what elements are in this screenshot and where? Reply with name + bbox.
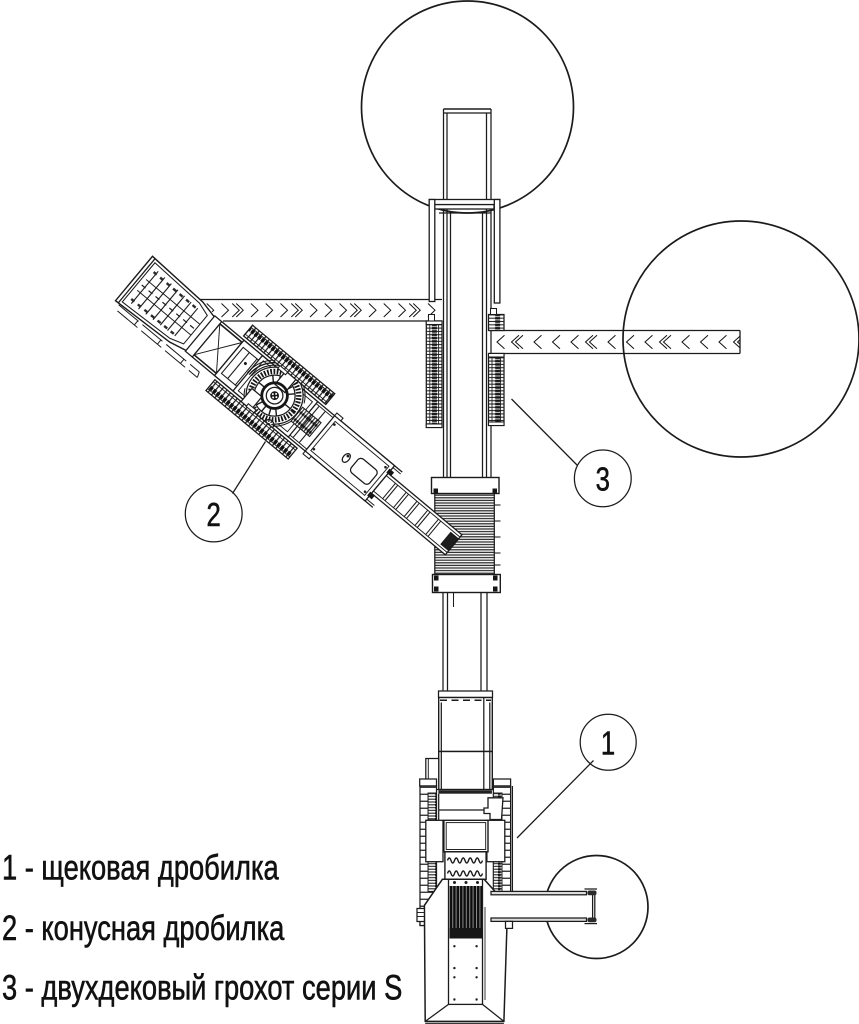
svg-text:3: 3 — [596, 462, 610, 499]
svg-text:1 - щековая дробилка: 1 - щековая дробилка — [2, 848, 279, 887]
svg-text:1: 1 — [601, 726, 615, 763]
svg-text:2: 2 — [207, 497, 221, 534]
svg-text:3 - двухдековый грохот серии S: 3 - двухдековый грохот серии S — [2, 968, 402, 1007]
svg-text:2 - конусная дробилка: 2 - конусная дробилка — [2, 909, 285, 948]
